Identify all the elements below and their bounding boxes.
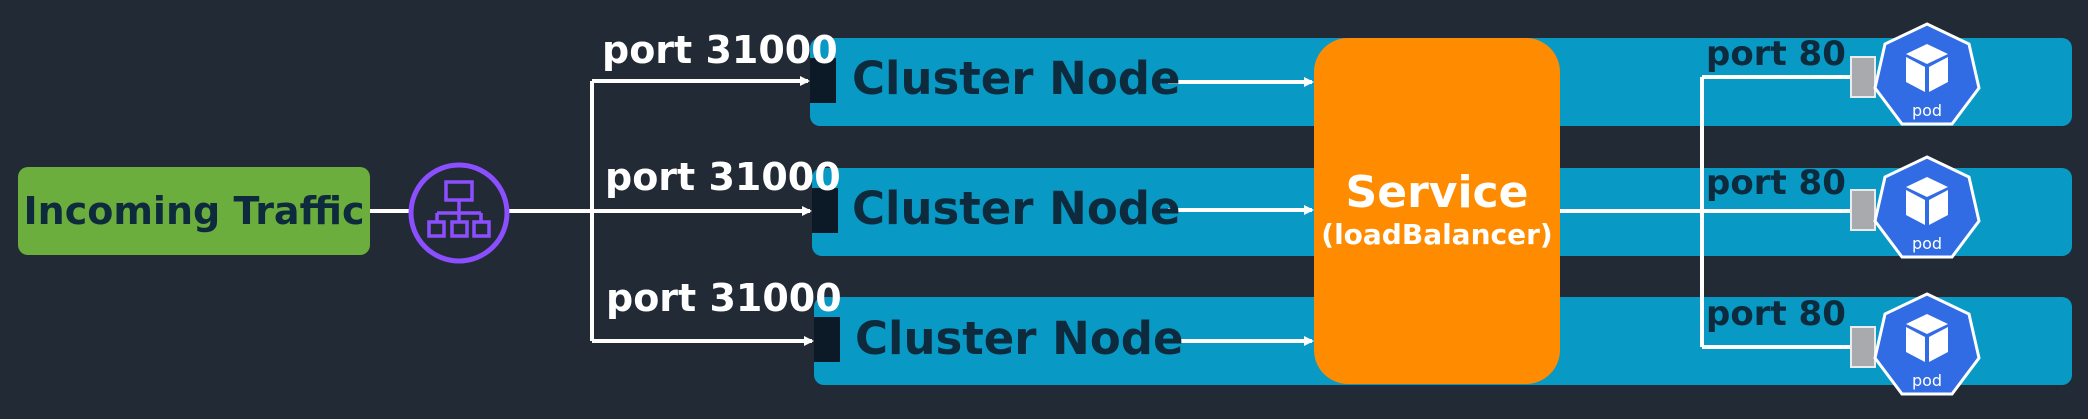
incoming-traffic-label: Incoming Traffic (23, 189, 365, 233)
node-port-label-1: port 31000 (602, 28, 838, 72)
service-title: Service (1345, 166, 1529, 218)
incoming-traffic-box: Incoming Traffic (18, 167, 370, 255)
pod-label: pod (1912, 371, 1942, 390)
pod-port-label-1: port 80 (1706, 34, 1846, 74)
load-balancer-icon (408, 162, 510, 264)
node-port-label-3: port 31000 (606, 276, 842, 320)
service-subtitle: (loadBalancer) (1321, 218, 1553, 251)
pod-label: pod (1912, 101, 1942, 120)
cluster-node-label-1: Cluster Node (852, 52, 1181, 105)
pod-3: pod (1872, 290, 1982, 404)
service-box: Service (loadBalancer) (1314, 38, 1560, 384)
cluster-node-label-2: Cluster Node (852, 182, 1181, 235)
pod-port-square-3 (1850, 326, 1876, 368)
pod-port-label-3: port 80 (1706, 294, 1846, 334)
pod-icon: pod (1873, 155, 1981, 259)
pod-label: pod (1912, 234, 1942, 253)
cluster-node-label-3: Cluster Node (855, 312, 1184, 365)
pod-port-square-2 (1850, 189, 1876, 231)
pod-port-square-1 (1850, 56, 1876, 98)
node-port-label-2: port 31000 (605, 155, 841, 199)
pod-icon: pod (1873, 22, 1981, 126)
node-port-block-1 (810, 58, 836, 103)
node-port-block-2 (812, 188, 838, 233)
pod-port-label-2: port 80 (1706, 163, 1846, 203)
node-port-block-3 (814, 317, 840, 362)
pod-1: pod (1872, 20, 1982, 134)
pod-2: pod (1872, 153, 1982, 267)
pod-icon: pod (1873, 292, 1981, 396)
